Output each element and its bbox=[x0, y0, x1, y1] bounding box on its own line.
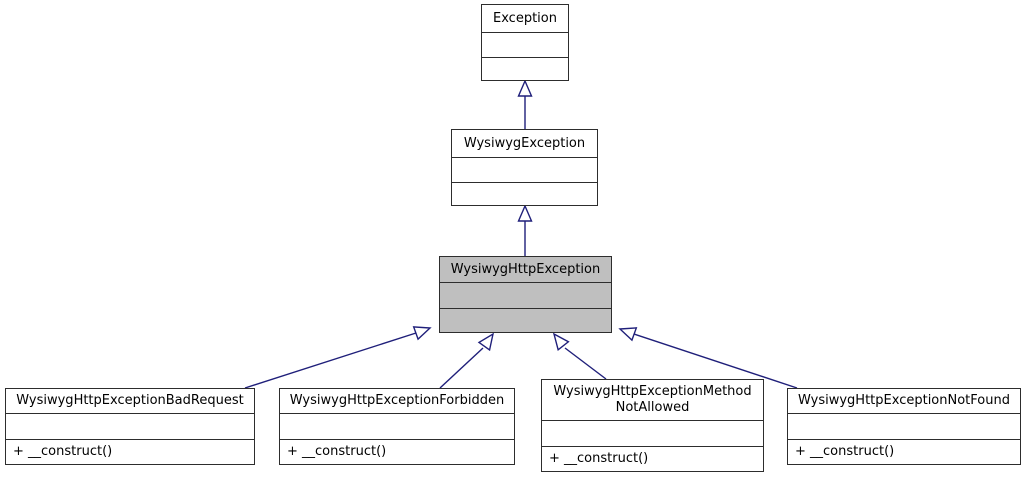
class-node-title: Exception bbox=[482, 5, 568, 33]
class-node-attributes bbox=[452, 158, 597, 183]
inheritance-line bbox=[244, 332, 417, 389]
class-node-wysiwyg-http-exception-method-not-allowed[interactable]: WysiwygHttpExceptionMethod NotAllowed + _… bbox=[541, 379, 764, 472]
inheritance-arrowhead bbox=[618, 327, 638, 342]
class-node-operations: + __construct() bbox=[788, 440, 1020, 464]
class-node-attributes bbox=[280, 414, 514, 440]
class-node-title: WysiwygHttpExceptionForbidden bbox=[280, 389, 514, 414]
class-node-operation-label: + __construct() bbox=[13, 444, 113, 459]
inheritance-arrowhead bbox=[412, 326, 432, 341]
class-node-wysiwyg-http-exception[interactable]: WysiwygHttpException bbox=[439, 256, 612, 333]
class-node-title: WysiwygHttpExceptionNotFound bbox=[788, 389, 1020, 414]
class-node-attributes bbox=[788, 414, 1020, 440]
inheritance-line bbox=[439, 347, 484, 389]
class-node-operation-label: + __construct() bbox=[795, 444, 895, 459]
class-node-title: WysiwygException bbox=[452, 130, 597, 158]
inheritance-arrowhead bbox=[477, 332, 495, 352]
class-node-operations: + __construct() bbox=[6, 440, 254, 464]
class-node-operations bbox=[482, 58, 568, 80]
class-node-title: WysiwygHttpException bbox=[440, 257, 611, 283]
edge-methodnotallowed-to-wysiwyghttpexception bbox=[552, 332, 607, 380]
edge-wysiwygexception-to-exception bbox=[517, 79, 533, 129]
class-node-operations bbox=[440, 309, 611, 332]
inheritance-arrowhead bbox=[517, 79, 533, 97]
class-node-operation-label: + __construct() bbox=[549, 451, 649, 466]
class-node-operation-label: + __construct() bbox=[287, 444, 387, 459]
class-node-wysiwyg-http-exception-forbidden[interactable]: WysiwygHttpExceptionForbidden + __constru… bbox=[279, 388, 515, 465]
class-node-title: WysiwygHttpExceptionMethod NotAllowed bbox=[542, 380, 763, 421]
edge-wysiwyghttpexception-to-wysiwygexception bbox=[517, 204, 533, 256]
inheritance-line bbox=[564, 347, 607, 380]
class-node-operations bbox=[452, 183, 597, 205]
inheritance-arrowhead bbox=[517, 204, 533, 222]
edge-forbidden-to-wysiwyghttpexception bbox=[439, 332, 495, 389]
class-node-attributes bbox=[440, 283, 611, 309]
class-node-operations: + __construct() bbox=[280, 440, 514, 464]
class-node-wysiwyg-http-exception-bad-request[interactable]: WysiwygHttpExceptionBadRequest + __constr… bbox=[5, 388, 255, 465]
class-node-exception[interactable]: Exception bbox=[481, 4, 569, 81]
class-node-wysiwyg-http-exception-not-found[interactable]: WysiwygHttpExceptionNotFound + __construc… bbox=[787, 388, 1021, 465]
class-node-attributes bbox=[482, 33, 568, 58]
class-node-attributes bbox=[542, 421, 763, 447]
inheritance-arrowhead bbox=[552, 332, 570, 352]
class-node-wysiwyg-exception[interactable]: WysiwygException bbox=[451, 129, 598, 206]
class-node-title: WysiwygHttpExceptionBadRequest bbox=[6, 389, 254, 414]
class-node-operations: + __construct() bbox=[542, 447, 763, 471]
class-node-attributes bbox=[6, 414, 254, 440]
edge-badrequest-to-wysiwyghttpexception bbox=[244, 326, 432, 389]
